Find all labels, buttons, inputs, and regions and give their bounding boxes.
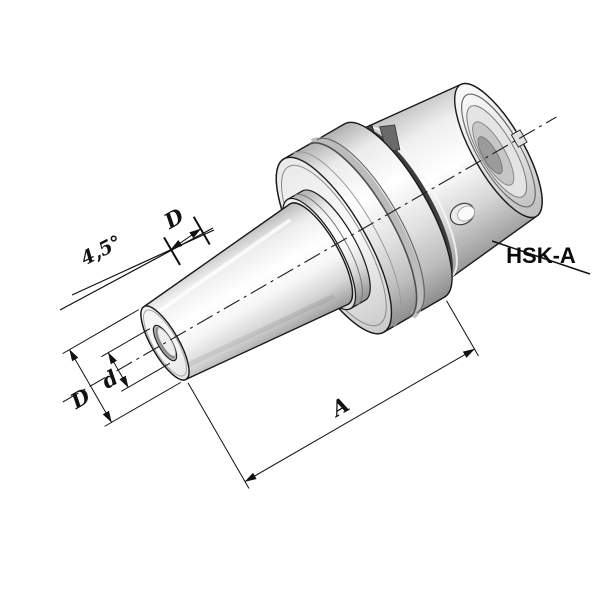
d-bore-extension-top <box>101 328 151 358</box>
gripper-groove-highlight <box>363 126 458 279</box>
clamp-d-tick-left <box>163 236 181 266</box>
clamp-d-dimension-line <box>170 228 202 250</box>
hsk-leader-line <box>491 240 591 275</box>
outer-diameter-label: D <box>65 382 95 414</box>
a-extension-left <box>187 382 250 489</box>
dimension-clamp-d: D <box>159 203 211 266</box>
taper-type-callout: HSK-A <box>491 240 591 275</box>
clamp-diameter-label: D <box>159 203 189 235</box>
centerline <box>62 116 557 403</box>
cone-shadow <box>183 293 336 369</box>
hsk-a-label: HSK-A <box>506 243 576 268</box>
bore-diameter-label: d <box>97 364 122 393</box>
d-bore-dimension-line <box>107 352 129 388</box>
a-dimension-line <box>244 348 476 482</box>
d-outer-dimension-line <box>69 349 112 423</box>
cone-highlight <box>153 218 292 317</box>
taper-angle-label: 4,5° <box>77 231 125 270</box>
d-bore-extension-bottom <box>121 362 171 392</box>
d-outer-extension-bottom <box>104 381 182 427</box>
grip-hole-inner <box>457 205 476 222</box>
a-extension-right <box>446 300 479 357</box>
d-outer-extension-top <box>62 309 140 355</box>
tool-holder-body: A D d D <box>62 82 557 489</box>
clamp-d-tick-right <box>192 216 211 245</box>
length-label: A <box>325 392 353 423</box>
clamp-bore-shadow <box>155 327 175 359</box>
angle-line-upper <box>71 229 215 296</box>
